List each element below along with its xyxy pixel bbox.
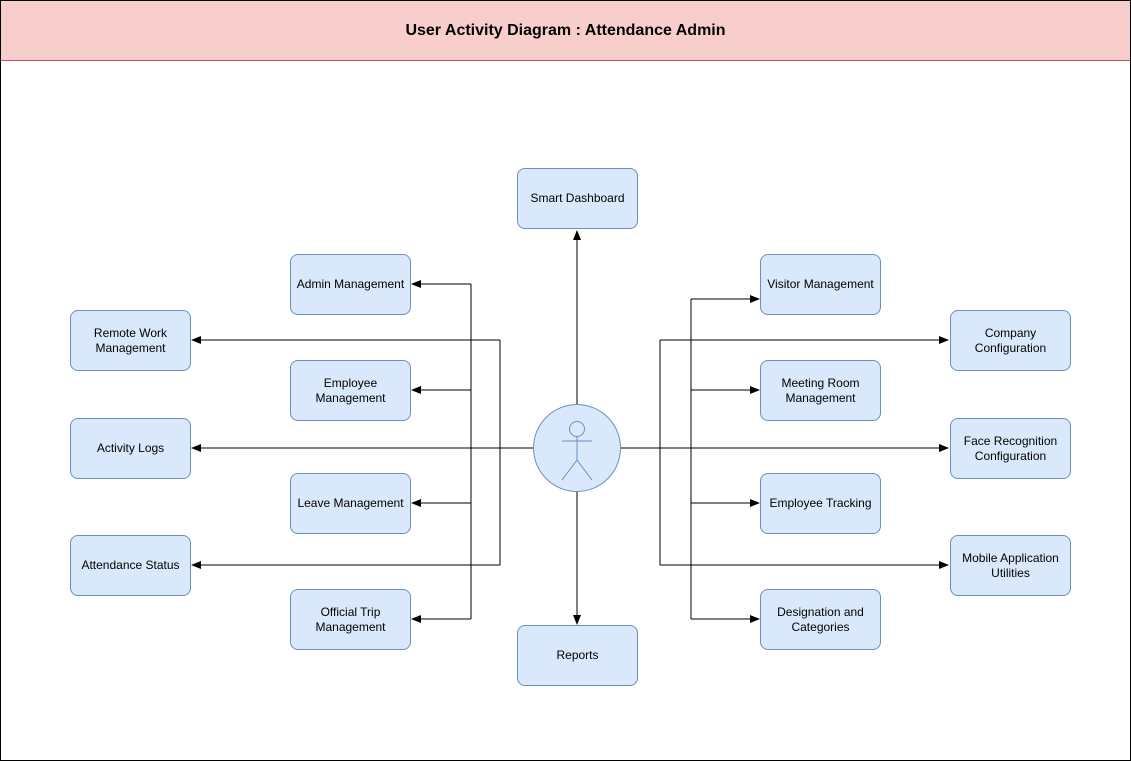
node-visitor-management[interactable]: Visitor Management xyxy=(760,254,881,315)
node-attendance-status[interactable]: Attendance Status xyxy=(70,535,191,596)
node-admin-management[interactable]: Admin Management xyxy=(290,254,411,315)
node-face-recognition-configuration[interactable]: Face Recognition Configuration xyxy=(950,418,1071,479)
node-label: Reports xyxy=(556,648,599,662)
node-label: Meeting Room Management xyxy=(781,375,860,405)
central-actor[interactable] xyxy=(533,404,621,492)
node-label: Mobile Application Utilities xyxy=(962,550,1059,580)
node-label: Employee Management xyxy=(315,375,386,405)
node-label: Leave Management xyxy=(297,496,404,510)
node-label: Attendance Status xyxy=(81,558,180,572)
node-label: Official Trip Management xyxy=(315,604,386,634)
node-label: Admin Management xyxy=(296,277,405,291)
node-label: Visitor Management xyxy=(767,277,874,291)
node-smart-dashboard[interactable]: Smart Dashboard xyxy=(517,168,638,229)
node-label: Smart Dashboard xyxy=(530,191,625,205)
node-designation-and-categories[interactable]: Designation and Categories xyxy=(760,589,881,650)
node-label: Remote Work Management xyxy=(93,325,168,355)
node-official-trip-management[interactable]: Official Trip Management xyxy=(290,589,411,650)
node-label: Face Recognition Configuration xyxy=(963,433,1058,463)
node-remote-work-management[interactable]: Remote Work Management xyxy=(70,310,191,371)
stick-figure-actor-icon xyxy=(561,421,593,481)
node-mobile-application-utilities[interactable]: Mobile Application Utilities xyxy=(950,535,1071,596)
node-label: Company Configuration xyxy=(974,325,1047,355)
node-employee-tracking[interactable]: Employee Tracking xyxy=(760,473,881,534)
node-meeting-room-management[interactable]: Meeting Room Management xyxy=(760,360,881,421)
node-activity-logs[interactable]: Activity Logs xyxy=(70,418,191,479)
title-bar: User Activity Diagram : Attendance Admin xyxy=(1,1,1130,61)
node-company-configuration[interactable]: Company Configuration xyxy=(950,310,1071,371)
node-label: Designation and Categories xyxy=(777,604,864,634)
node-label: Employee Tracking xyxy=(769,496,872,510)
node-employee-management[interactable]: Employee Management xyxy=(290,360,411,421)
node-reports[interactable]: Reports xyxy=(517,625,638,686)
node-label: Activity Logs xyxy=(96,441,165,455)
diagram-title: User Activity Diagram : Attendance Admin xyxy=(405,21,726,39)
node-leave-management[interactable]: Leave Management xyxy=(290,473,411,534)
